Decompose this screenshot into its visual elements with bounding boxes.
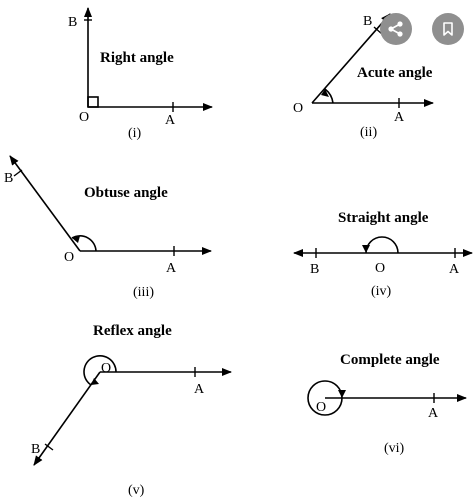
point-label-b: B	[4, 171, 13, 186]
bookmark-icon	[443, 22, 453, 36]
figure-title: Complete angle	[340, 352, 440, 368]
figure-acute-angle: B O A Acute angle (ii)	[293, 13, 434, 140]
arc-arrowhead	[338, 390, 346, 398]
point-label-o: O	[316, 400, 326, 415]
figure-caption: (ii)	[360, 125, 377, 140]
point-label-a: A	[449, 262, 460, 277]
angle-arc	[365, 236, 399, 254]
bookmark-button[interactable]	[432, 13, 464, 45]
point-label-o: O	[375, 261, 385, 276]
tick-b	[44, 443, 54, 451]
figure-right-angle: B O A Right angle (i)	[68, 7, 213, 141]
figure-caption: (v)	[128, 483, 145, 498]
point-label-o: O	[101, 361, 111, 376]
figure-title: Straight angle	[338, 210, 429, 226]
right-angle-mark	[87, 96, 99, 108]
point-label-b: B	[68, 15, 77, 30]
ray-ob	[33, 371, 101, 466]
figure-caption: (iv)	[371, 284, 392, 299]
ray-ob	[9, 155, 81, 252]
point-label-a: A	[428, 406, 439, 421]
share-button[interactable]	[380, 13, 412, 45]
point-label-a: A	[165, 113, 176, 128]
point-label-a: A	[194, 382, 205, 397]
angle-arc	[324, 88, 334, 104]
point-label-o: O	[293, 101, 303, 116]
angle-arc	[83, 355, 117, 386]
angle-arc	[71, 235, 97, 252]
ray-ob	[311, 13, 391, 104]
point-label-a: A	[394, 110, 405, 125]
figure-caption: (vi)	[384, 441, 405, 456]
point-label-o: O	[79, 110, 89, 125]
arc-arrowhead	[321, 89, 329, 97]
figure-reflex-angle: B O A Reflex angle (v)	[31, 323, 232, 498]
figure-caption: (i)	[128, 126, 142, 141]
arc-arrowhead	[91, 378, 99, 385]
figure-title: Reflex angle	[93, 323, 172, 339]
share-icon	[388, 21, 403, 37]
point-label-b: B	[363, 14, 372, 29]
figure-obtuse-angle: B O A Obtuse angle (iii)	[4, 155, 212, 300]
figure-title: Obtuse angle	[84, 185, 168, 201]
arc-arrowhead	[362, 245, 370, 253]
figure-title: Acute angle	[357, 65, 433, 81]
figure-complete-angle: O A Complete angle (vi)	[307, 352, 467, 456]
figure-title: Right angle	[100, 50, 174, 66]
point-label-o: O	[64, 250, 74, 265]
arc-arrowhead	[72, 236, 80, 243]
point-label-b: B	[31, 442, 40, 457]
figure-straight-angle: B O A Straight angle (iv)	[293, 210, 473, 299]
point-label-a: A	[166, 261, 177, 276]
point-label-b: B	[310, 262, 319, 277]
tick-b	[13, 169, 23, 177]
figure-caption: (iii)	[133, 285, 154, 300]
